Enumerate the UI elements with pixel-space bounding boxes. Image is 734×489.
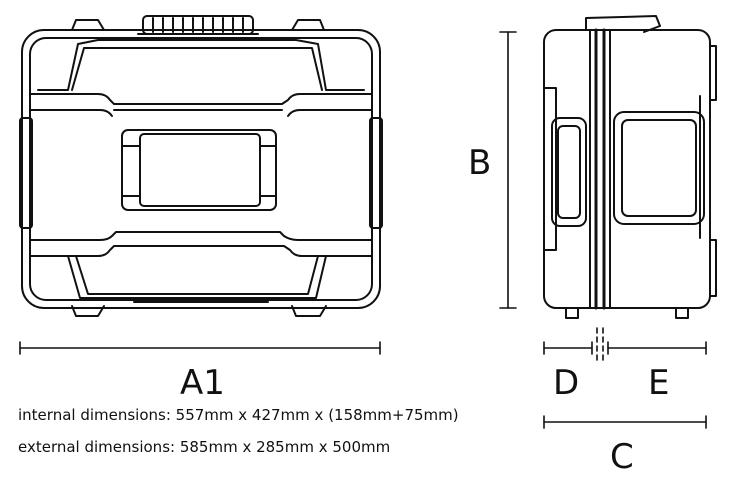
label-a1: A1 xyxy=(180,363,225,403)
base-side-grip xyxy=(613,111,705,225)
top-left-foot xyxy=(71,19,105,31)
dimension-d-line xyxy=(543,341,593,355)
lid-side-grip xyxy=(551,117,587,227)
internal-dimensions-text: internal dimensions: 557mm x 427mm x (15… xyxy=(18,406,459,424)
dimension-e-line xyxy=(607,341,707,355)
dimension-b-line xyxy=(499,31,517,309)
front-handle xyxy=(121,129,277,211)
external-dimensions-text: external dimensions: 585mm x 285mm x 500… xyxy=(18,438,391,456)
label-d: D xyxy=(553,363,580,403)
bottom-right-foot xyxy=(291,305,327,317)
front-view xyxy=(19,15,383,317)
side-handle-tab xyxy=(585,15,661,33)
lid-ridge xyxy=(37,39,365,91)
dimension-a1-line xyxy=(19,341,381,355)
label-b: B xyxy=(468,143,492,183)
dimension-lines xyxy=(19,31,707,429)
top-handle xyxy=(137,15,259,35)
label-c: C xyxy=(610,437,634,477)
dimension-c-line xyxy=(543,415,707,429)
side-right-foot xyxy=(675,307,689,319)
bottom-left-foot xyxy=(71,305,105,317)
top-right-foot xyxy=(291,19,325,31)
side-body-outline xyxy=(543,29,711,309)
right-latch xyxy=(369,117,383,229)
label-e: E xyxy=(648,363,670,403)
left-latch xyxy=(19,117,33,229)
side-left-foot xyxy=(565,307,579,319)
side-view xyxy=(543,15,717,319)
case-body-outline xyxy=(21,29,381,309)
base-ridge xyxy=(29,231,373,241)
